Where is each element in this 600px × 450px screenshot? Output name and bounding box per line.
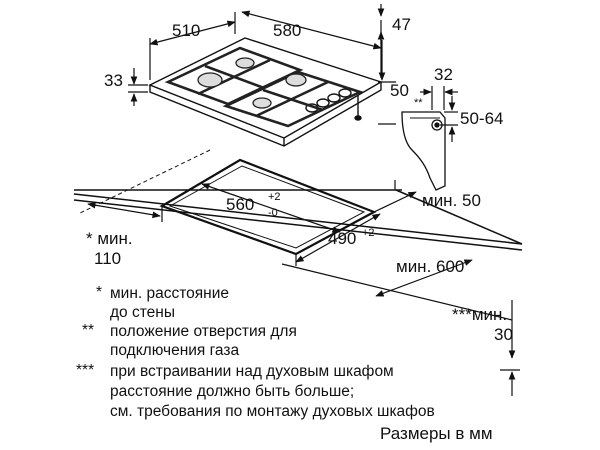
label-50-64: 50-64 (460, 109, 503, 128)
label-560: 560 (226, 195, 254, 214)
gas-connection-detail (401, 111, 446, 191)
label-32: 32 (434, 65, 453, 84)
label-min600: мин. 600 (396, 257, 464, 276)
label-gas-marker: ** (414, 97, 423, 109)
label-min30-line1: ***мин. (452, 305, 507, 324)
dimension-490 (295, 213, 381, 266)
label-33: 33 (104, 71, 123, 90)
dimension-min50 (373, 180, 417, 213)
label-580: 580 (273, 21, 301, 40)
dimension-50-hob (378, 40, 396, 125)
label-490-tol: +2 (362, 227, 375, 239)
label-50-hob: 50 (390, 81, 409, 100)
label-510: 510 (172, 21, 200, 40)
pan-supports (164, 46, 364, 128)
dimension-33 (128, 68, 148, 106)
dimension-min30 (500, 300, 520, 396)
label-min110-line1: * мин. (86, 229, 133, 248)
label-560-tol-plus: +2 (268, 191, 281, 203)
dimension-min110 (87, 201, 163, 222)
burners (197, 57, 307, 109)
dimension-50-64 (440, 96, 458, 142)
label-490: 490 (328, 229, 356, 248)
dimension-min600 (281, 259, 513, 321)
label-47: 47 (392, 15, 411, 34)
label-min110-line2: 110 (94, 249, 121, 268)
dimension-510 (149, 12, 236, 80)
label-min50: мин. 50 (422, 191, 481, 210)
label-560-tol-minus: -0 (268, 207, 278, 219)
dimension-580 (241, 10, 382, 78)
label-min30-line2: 30 (494, 325, 513, 344)
dimension-32 (420, 86, 458, 110)
hob-drawing (148, 37, 383, 147)
